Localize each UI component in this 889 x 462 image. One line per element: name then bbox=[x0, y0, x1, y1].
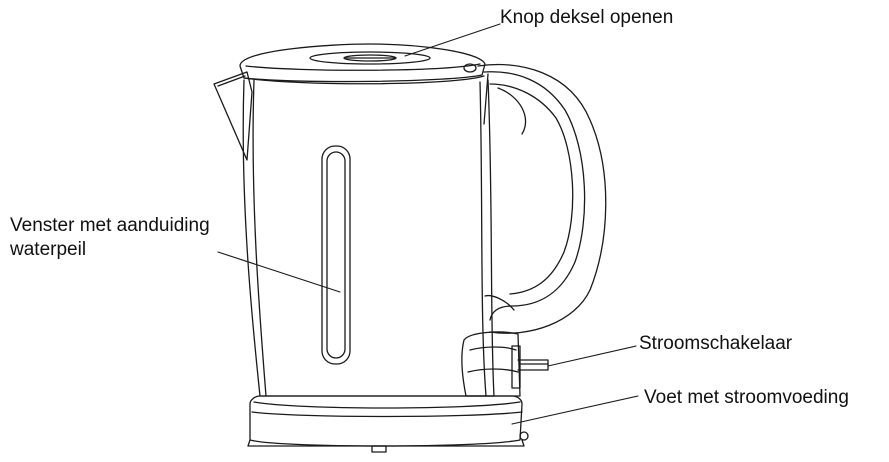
label-power-switch: Stroomschakelaar bbox=[639, 333, 793, 354]
switch-housing bbox=[461, 331, 521, 397]
label-power-base: Voet met stroomvoeding bbox=[644, 387, 849, 408]
leader-line-window bbox=[217, 251, 341, 293]
water-level-window bbox=[321, 145, 351, 365]
leader-line-switch bbox=[547, 345, 637, 367]
lid bbox=[239, 43, 486, 85]
label-lid-button: Knop deksel openen bbox=[500, 7, 674, 28]
power-switch-lever bbox=[517, 359, 549, 371]
power-base bbox=[247, 395, 529, 453]
handle bbox=[477, 63, 607, 334]
label-water-window-line2: waterpeil bbox=[10, 239, 87, 260]
label-water-window: Venster met aanduiding waterpeil bbox=[10, 214, 210, 262]
leader-line-lid bbox=[404, 23, 501, 57]
spout bbox=[213, 71, 253, 161]
label-water-window-line1: Venster met aanduiding bbox=[10, 215, 210, 236]
leader-line-base bbox=[511, 395, 639, 425]
leader-lines bbox=[217, 23, 639, 425]
kettle-body bbox=[242, 79, 495, 397]
